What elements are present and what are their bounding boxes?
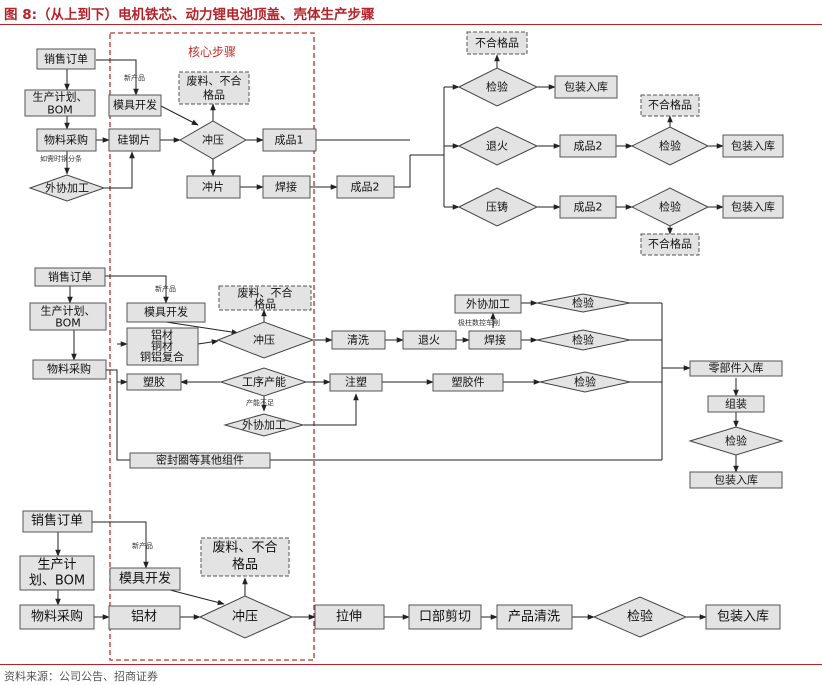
title-rule (0, 24, 822, 25)
motor-pack-c: 包装入库 (731, 201, 775, 214)
motor-stamping: 冲压 (202, 133, 224, 147)
cap-weld-note: 极柱数控车削 (458, 318, 500, 327)
motor-sales-order: 销售订单 (44, 52, 88, 66)
source-note: 资料来源：公司公告、招商证券 (4, 670, 158, 683)
shell-pack: 包装入库 (717, 609, 769, 625)
motor-plan-line1: 生产计划、 (33, 90, 88, 104)
process-flow-diagram: 核心步骤 销售订单 生产计 (19, 31, 784, 661)
core-steps-frame (109, 32, 315, 661)
cap-plastic: 塑胶 (143, 375, 165, 389)
motor-pack-b: 包装入库 (731, 140, 775, 153)
motor-product2-c: 成品2 (574, 201, 603, 214)
shell-new-product-note: 新产品 (132, 541, 153, 550)
motor-inspect-b: 检验 (659, 139, 681, 153)
cap-metal-aluminum: 铝材 (151, 328, 173, 342)
motor-core-flow: 销售订单 生产计划、 BOM 物料采购 如需时钢分条 外协加工 新产品 模具开发… (24, 31, 784, 256)
cap-outsource-top: 外协加工 (466, 297, 510, 311)
motor-outsource-note: 如需时钢分条 (40, 154, 82, 163)
motor-anneal: 退火 (486, 140, 508, 153)
cap-outsource: 外协加工 (242, 418, 286, 432)
shell-scrap-line2: 格品 (232, 557, 258, 573)
motor-purchase: 物料采购 (44, 133, 88, 147)
shell-purchase: 物料采购 (31, 609, 83, 625)
cap-scrap-line2: 格品 (254, 297, 276, 311)
cap-scrap-line1: 废料、不合 (238, 286, 293, 300)
cap-new-product-note: 新产品 (155, 284, 176, 293)
cap-capacity: 工序产能 (242, 375, 286, 389)
cap-clean: 清洗 (347, 334, 369, 347)
cap-parts-store: 零部件入库 (709, 361, 764, 375)
cap-weld: 焊接 (484, 333, 506, 347)
motor-diecast: 压铸 (486, 200, 508, 214)
motor-silicon-steel: 硅钢片 (118, 134, 151, 147)
motor-pack-a: 包装入库 (564, 81, 608, 94)
shell-plan-line2: 划、BOM (29, 574, 85, 589)
motor-inspect-c: 检验 (659, 200, 681, 214)
motor-reject-a: 不合格品 (475, 36, 519, 50)
cap-sales-order: 销售订单 (48, 270, 92, 284)
shell-scrap-line1: 废料、不合 (212, 540, 277, 556)
motor-scrap-line1: 废料、不合 (187, 74, 242, 88)
cap-metal-composite: 铜铝复合 (140, 350, 184, 364)
battery-shell-flow: 销售订单 生产计 划、BOM 物料采购 新产品 模具开发 铝材 废料、不合 格品… (19, 510, 781, 639)
battery-cap-flow: 销售订单 生产计划、 BOM 物料采购 新产品 模具开发 铝材 铜材 铜铝复合 … (29, 267, 784, 489)
motor-inspect-a: 检验 (486, 80, 508, 94)
cap-anneal: 退火 (418, 334, 440, 347)
cap-plastic-part: 塑胶件 (452, 375, 485, 389)
cap-inspect-1: 检验 (572, 296, 594, 310)
cap-insufficient-note: 产能不足 (246, 398, 274, 407)
shell-plan-line1: 生产计 (37, 558, 76, 573)
core-steps-label: 核心步骤 (188, 45, 236, 59)
footer-rule (0, 664, 822, 665)
cap-metal-copper: 铜材 (151, 339, 173, 353)
motor-punching: 冲片 (202, 180, 224, 194)
motor-plan-line2: BOM (47, 104, 73, 117)
cap-injection: 注塑 (345, 375, 367, 389)
figure-title: 图 8:（从上到下）电机铁芯、动力锂电池顶盖、壳体生产步骤 (4, 7, 375, 23)
motor-reject-b: 不合格品 (648, 98, 692, 112)
motor-product2: 成品2 (351, 181, 380, 194)
shell-clean: 产品清洗 (508, 610, 560, 625)
shell-aluminum: 铝材 (131, 610, 157, 625)
shell-stretch: 拉伸 (336, 610, 362, 625)
cap-pack: 包装入库 (714, 474, 758, 487)
shell-mold-dev: 模具开发 (119, 571, 171, 587)
cap-inspect-4: 检验 (725, 434, 747, 448)
cap-seal-parts: 密封圈等其他组件 (156, 453, 244, 467)
motor-mold-dev: 模具开发 (113, 98, 157, 112)
motor-outsource: 外协加工 (45, 181, 89, 195)
shell-trim: 口部剪切 (419, 609, 471, 625)
motor-reject-c: 不合格品 (648, 237, 692, 251)
cap-mold-dev: 模具开发 (144, 305, 188, 319)
shell-sales-order: 销售订单 (31, 513, 83, 529)
cap-assembly: 组装 (725, 397, 747, 411)
motor-product2-b: 成品2 (574, 140, 603, 153)
shell-stamping: 冲压 (232, 610, 258, 625)
cap-stamping: 冲压 (253, 333, 275, 347)
cap-plan-line1: 生产计划、 (41, 304, 96, 318)
cap-inspect-2: 检验 (572, 333, 594, 347)
cap-plan-line2: BOM (55, 317, 81, 330)
cap-purchase: 物料采购 (47, 362, 91, 376)
motor-new-product-note: 新产品 (124, 73, 145, 82)
motor-product1: 成品1 (275, 134, 304, 147)
motor-welding: 焊接 (275, 180, 297, 194)
motor-scrap-line2: 格品 (203, 88, 225, 102)
shell-inspect: 检验 (627, 609, 653, 625)
cap-inspect-3: 检验 (574, 375, 596, 389)
